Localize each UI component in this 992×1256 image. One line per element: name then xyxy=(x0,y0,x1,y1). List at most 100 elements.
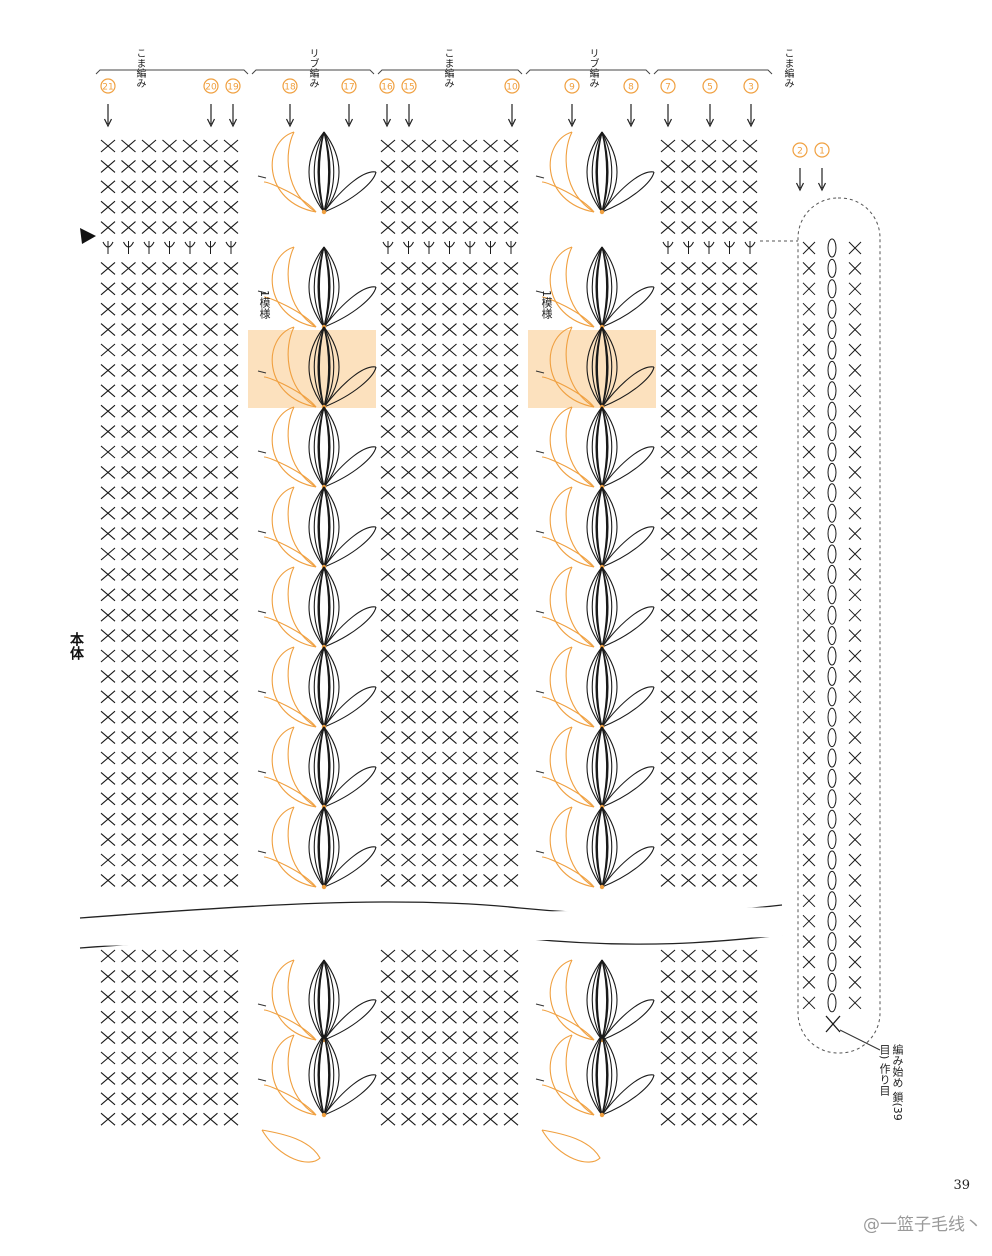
sc-stitch xyxy=(162,139,177,153)
rib-loop-orange xyxy=(565,406,595,488)
row-arrow-head xyxy=(746,118,756,128)
rib-petal xyxy=(313,726,325,808)
sc-stitch xyxy=(100,445,116,459)
sc-stitch xyxy=(483,853,498,867)
sc-stitch xyxy=(742,159,758,173)
rib-petal xyxy=(323,246,335,328)
rib-petal xyxy=(323,406,340,488)
sc-stitch xyxy=(223,445,239,459)
sc-stitch xyxy=(182,710,198,724)
sc-stitch xyxy=(701,949,717,963)
sc-stitch xyxy=(223,302,239,316)
sc-stitch xyxy=(503,506,519,520)
chain-sc-right xyxy=(848,955,862,969)
sc-stitch xyxy=(100,200,116,214)
sc-stitch xyxy=(660,588,676,602)
sc-stitch xyxy=(401,302,416,316)
chain-stitch xyxy=(827,360,837,380)
sc-stitch xyxy=(380,731,396,745)
chain-sc-right xyxy=(848,262,862,275)
sc-stitch xyxy=(380,629,396,643)
sc-stitch xyxy=(182,302,198,316)
sc-stitch xyxy=(442,669,457,683)
rib-loop-orange xyxy=(565,566,595,648)
sc-stitch xyxy=(722,323,737,337)
rib-loop-orange xyxy=(549,959,595,1041)
rib-side-petal xyxy=(601,999,655,1041)
rib-loop-orange xyxy=(565,1034,595,1116)
rib-petal xyxy=(323,326,335,408)
sc-stitch xyxy=(203,1112,218,1126)
sc-stitch xyxy=(203,853,218,867)
sc-stitch xyxy=(742,384,758,398)
chain-sc-right xyxy=(848,302,862,316)
rib-side-petal xyxy=(601,846,655,888)
sc-stitch xyxy=(742,812,758,826)
rib-loop-orange xyxy=(271,326,317,408)
rib-loop-orange xyxy=(565,646,595,728)
sc-stitch xyxy=(701,486,717,500)
rib-loop-orange xyxy=(263,536,317,568)
sc-stitch xyxy=(442,873,457,887)
rib-petal xyxy=(601,406,613,488)
sc-stitch xyxy=(421,1031,437,1045)
sc-stitch xyxy=(483,384,498,398)
rib-petal xyxy=(595,726,603,808)
sc-stitch xyxy=(483,771,498,785)
sc-stitch xyxy=(503,710,519,724)
sc-stitch xyxy=(141,731,157,745)
sc-stitch xyxy=(722,833,737,847)
row-number-text: 5 xyxy=(707,83,713,93)
sc-stitch xyxy=(380,771,396,785)
sc-stitch xyxy=(141,261,157,275)
sc-stitch xyxy=(660,833,676,847)
sc-stitch xyxy=(503,751,519,765)
rib-petal xyxy=(601,486,618,568)
section-label-right-rib: リブ編み xyxy=(587,48,598,88)
sc-stitch xyxy=(380,710,396,724)
sc-stitch xyxy=(722,159,737,173)
sc-stitch xyxy=(503,969,519,983)
sc-stitch xyxy=(182,1010,198,1024)
sc-stitch xyxy=(141,751,157,765)
sc-stitch xyxy=(223,649,239,663)
rib-petal xyxy=(308,959,325,1041)
rib-petal xyxy=(591,131,603,213)
sc-stitch xyxy=(223,731,239,745)
sc-stitch xyxy=(722,302,737,316)
sc-stitch xyxy=(380,990,396,1004)
row-number-circle xyxy=(341,78,357,94)
rib-side-petal xyxy=(601,766,655,808)
sc-stitch xyxy=(462,445,478,459)
sc-stitch xyxy=(182,1092,198,1106)
row-number-text: 3 xyxy=(748,83,754,93)
sc-stitch xyxy=(182,445,198,459)
sc-stitch xyxy=(380,1112,396,1126)
sc-stitch xyxy=(380,1092,396,1106)
sc-stitch xyxy=(100,425,116,439)
sc-stitch xyxy=(421,608,437,622)
rib-petal xyxy=(323,566,335,648)
sc-stitch xyxy=(722,506,737,520)
sc-stitch xyxy=(401,425,416,439)
sc-stitch xyxy=(223,363,239,377)
rib-petal xyxy=(591,326,603,408)
rib-side-petal xyxy=(601,171,655,213)
section-label-left-sc: こま編み xyxy=(134,48,145,88)
rib-petal xyxy=(317,959,325,1041)
row-number-circle xyxy=(504,78,520,94)
sc-stitch xyxy=(421,833,437,847)
rib-petal xyxy=(601,959,608,1041)
sc-stitch xyxy=(660,1112,676,1126)
sc-stitch xyxy=(380,1010,396,1024)
sc-stitch xyxy=(162,873,177,887)
rib-loop-orange xyxy=(263,456,317,488)
rib-tick xyxy=(535,290,545,294)
section-bracket xyxy=(251,69,375,75)
sc-stitch xyxy=(100,221,116,235)
sc-stitch xyxy=(182,771,198,785)
start-note-leader xyxy=(839,1029,881,1051)
sc-stitch xyxy=(380,1031,396,1045)
row-arrow-head xyxy=(344,118,354,128)
sc-stitch xyxy=(742,343,758,357)
